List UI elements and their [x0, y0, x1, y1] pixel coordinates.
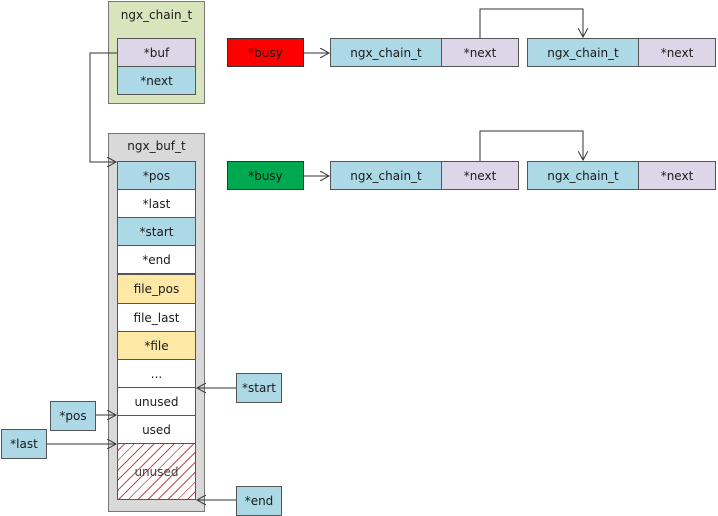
arrow-buf-to-bufstruct [89, 52, 117, 162]
chain-field-next: *next [117, 66, 196, 95]
busy-head-label: *busy [248, 168, 283, 183]
buf-field-pos: *pos [117, 161, 196, 190]
list2-node2-next: *next [638, 161, 716, 190]
list1-node2-name: ngx_chain_t [527, 38, 639, 67]
pointer-start: *start [236, 373, 282, 403]
arrow-list1-next [479, 8, 583, 38]
pointer-pos: *pos [50, 401, 96, 431]
buf-field-file-last: file_last [117, 303, 196, 332]
chain-struct-title: ngx_chain_t [120, 8, 193, 22]
buf-field-last: *last [117, 189, 196, 218]
busy-head-green: *busy [227, 161, 304, 190]
buf-struct-title: ngx_buf_t [127, 139, 186, 153]
buf-field-end: *end [117, 245, 196, 274]
pointer-last: *last [1, 429, 47, 459]
pointer-end: *end [236, 486, 282, 516]
buffer-region-unused-tail: unused [117, 443, 196, 500]
arrow-list2-next [479, 130, 583, 161]
list1-node2-next: *next [638, 38, 716, 67]
buf-field-file-pos: file_pos [117, 274, 196, 304]
buffer-region-used: used [117, 415, 196, 444]
list2-node1-name: ngx_chain_t [330, 161, 442, 190]
list2-node2-name: ngx_chain_t [527, 161, 639, 190]
list1-node1-name: ngx_chain_t [330, 38, 442, 67]
busy-head-red: *busy [227, 38, 304, 67]
list1-node1-next: *next [441, 38, 519, 67]
buf-field-start: *start [117, 217, 196, 246]
buf-field-ellipsis: ... [117, 359, 196, 388]
list2-node1-next: *next [441, 161, 519, 190]
busy-head-label: *busy [248, 45, 283, 60]
